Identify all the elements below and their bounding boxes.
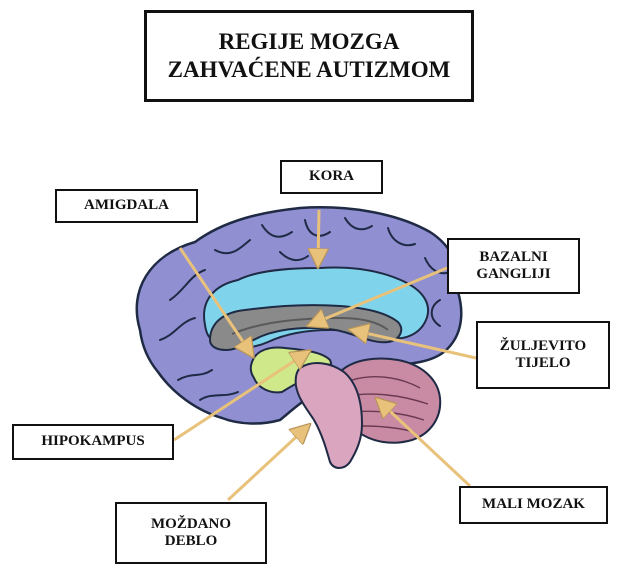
arrow-mozdano-deblo — [228, 426, 308, 500]
label-zuljevito-tijelo: ŽULJEVITO TIJELO — [476, 321, 610, 389]
label-mali-mozak-text: MALI MOZAK — [482, 496, 585, 513]
title-line-1: REGIJE MOZGA — [219, 28, 400, 56]
label-amigdala: AMIGDALA — [55, 189, 198, 223]
label-zuljevito-line-2: TIJELO — [515, 355, 570, 372]
label-mozdano-deblo: MOŽDANO DEBLO — [115, 502, 267, 564]
label-bazalni-line-2: GANGLIJI — [476, 266, 550, 283]
label-bazalni-line-1: BAZALNI — [479, 249, 547, 266]
label-bazalni-gangliji: BAZALNI GANGLIJI — [447, 238, 580, 294]
title-line-2: ZAHVAĆENE AUTIZMOM — [168, 56, 451, 84]
label-zuljevito-line-1: ŽULJEVITO — [500, 338, 586, 355]
label-mozdano-line-1: MOŽDANO — [151, 516, 231, 533]
arrow-kora — [318, 210, 319, 265]
label-mali-mozak: MALI MOZAK — [459, 486, 608, 524]
label-amigdala-text: AMIGDALA — [84, 197, 169, 214]
label-hipokampus-text: HIPOKAMPUS — [41, 433, 144, 450]
label-mozdano-line-2: DEBLO — [165, 533, 218, 550]
label-kora-text: KORA — [309, 168, 354, 185]
diagram-title: REGIJE MOZGA ZAHVAĆENE AUTIZMOM — [144, 10, 474, 102]
label-kora: KORA — [280, 160, 383, 194]
label-hipokampus: HIPOKAMPUS — [12, 424, 174, 460]
